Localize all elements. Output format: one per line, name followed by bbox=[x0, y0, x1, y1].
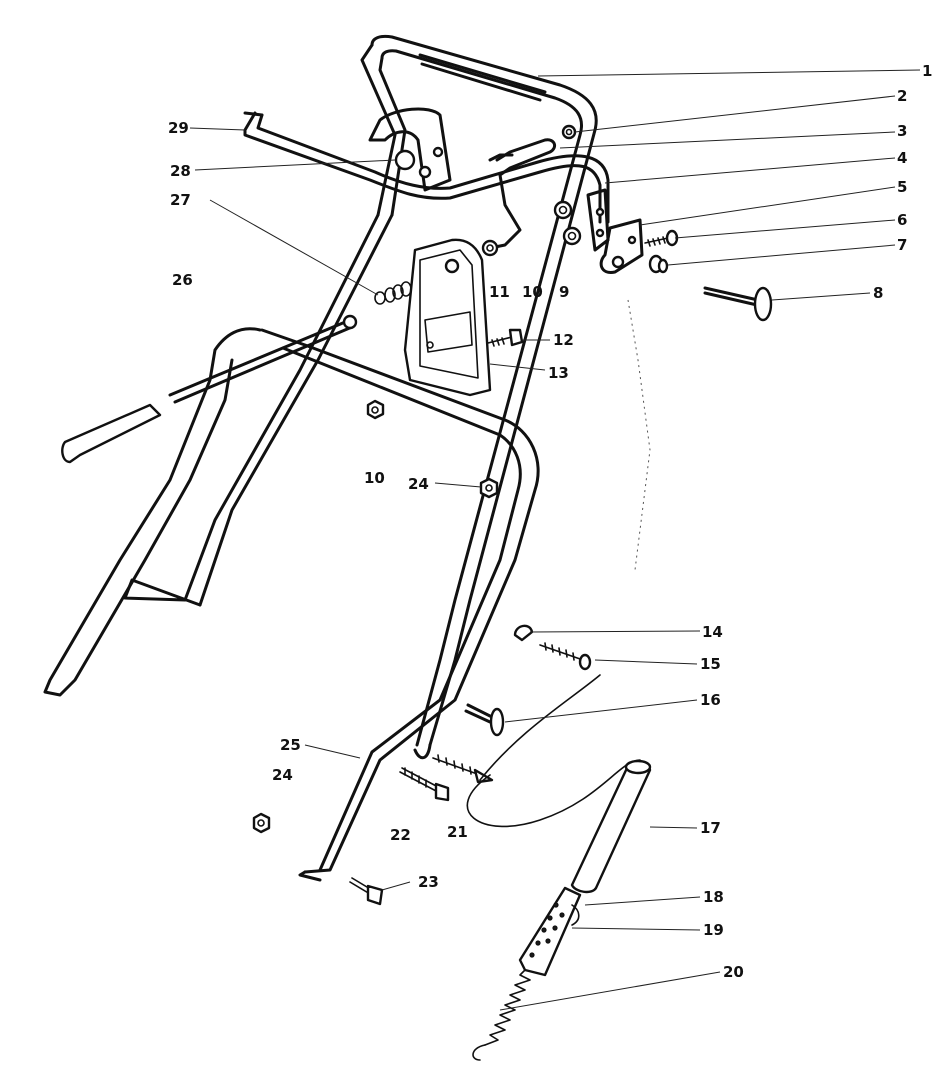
cable-loop bbox=[466, 759, 641, 828]
cable-path bbox=[627, 299, 651, 571]
control-rod-26 bbox=[61, 314, 358, 464]
spring-27 bbox=[374, 281, 412, 305]
callout-15: 15 bbox=[700, 655, 721, 673]
screw-21 bbox=[432, 754, 494, 784]
callout-24-lower: 24 bbox=[272, 766, 293, 784]
callout-7: 7 bbox=[897, 236, 907, 254]
grip-17 bbox=[570, 759, 652, 894]
callout-10-lower: 10 bbox=[364, 469, 385, 487]
callout-1: 1 bbox=[922, 62, 932, 80]
callout-18: 18 bbox=[703, 888, 724, 906]
nut-24-upper bbox=[479, 477, 499, 499]
pivot-bracket-28 bbox=[368, 107, 452, 192]
screw-12 bbox=[487, 328, 524, 347]
spring-plate-19 bbox=[518, 886, 582, 977]
callout-labels: 1 2 3 4 5 6 7 8 9 10 10 11 12 13 14 15 1… bbox=[168, 62, 932, 981]
callout-5: 5 bbox=[897, 178, 907, 196]
callout-2: 2 bbox=[897, 87, 907, 105]
callout-22: 22 bbox=[390, 826, 411, 844]
bolt-23 bbox=[349, 877, 384, 906]
callout-16: 16 bbox=[700, 691, 721, 709]
callout-14: 14 bbox=[702, 623, 723, 641]
lower-handle bbox=[43, 327, 540, 882]
callout-3: 3 bbox=[897, 122, 907, 140]
callout-28: 28 bbox=[170, 162, 191, 180]
callout-9: 9 bbox=[559, 283, 569, 301]
cable-upper bbox=[479, 674, 601, 781]
callout-25: 25 bbox=[280, 736, 301, 754]
callout-27: 27 bbox=[170, 191, 191, 209]
callout-29: 29 bbox=[168, 119, 189, 137]
callout-4: 4 bbox=[897, 149, 907, 167]
callout-10-upper: 10 bbox=[522, 283, 543, 301]
callout-20: 20 bbox=[723, 963, 744, 981]
callout-6: 6 bbox=[897, 211, 907, 229]
callout-8: 8 bbox=[873, 284, 883, 302]
bracket-5 bbox=[586, 188, 644, 274]
screw-15 bbox=[539, 642, 592, 671]
callout-17: 17 bbox=[700, 819, 721, 837]
callout-26: 26 bbox=[172, 271, 193, 289]
callout-23: 23 bbox=[418, 873, 439, 891]
callout-19: 19 bbox=[703, 921, 724, 939]
callout-21: 21 bbox=[447, 823, 468, 841]
control-rod-3 bbox=[488, 138, 557, 250]
washer-9 bbox=[562, 226, 582, 246]
extension-spring-20 bbox=[472, 969, 531, 1061]
carriage-bolt-8 bbox=[703, 286, 773, 322]
control-bail bbox=[243, 111, 610, 224]
leader-lines bbox=[189, 69, 921, 1011]
callout-24-upper: 24 bbox=[408, 475, 429, 493]
nut-2 bbox=[561, 124, 577, 140]
upper-handle bbox=[123, 34, 598, 760]
clip-18 bbox=[571, 904, 580, 926]
callout-12: 12 bbox=[553, 331, 574, 349]
spacer-7 bbox=[648, 254, 669, 274]
nut-10-upper bbox=[553, 200, 573, 220]
mount-plate-13 bbox=[403, 238, 492, 397]
callout-11: 11 bbox=[489, 283, 510, 301]
cap-14 bbox=[513, 624, 534, 642]
screw-6 bbox=[644, 229, 679, 247]
callout-13: 13 bbox=[548, 364, 569, 382]
bolt-22 bbox=[399, 767, 450, 802]
nut-11 bbox=[481, 239, 499, 257]
nut-10-lower bbox=[366, 399, 385, 420]
bolt-16 bbox=[464, 703, 505, 737]
nut-24-lower bbox=[252, 812, 271, 834]
